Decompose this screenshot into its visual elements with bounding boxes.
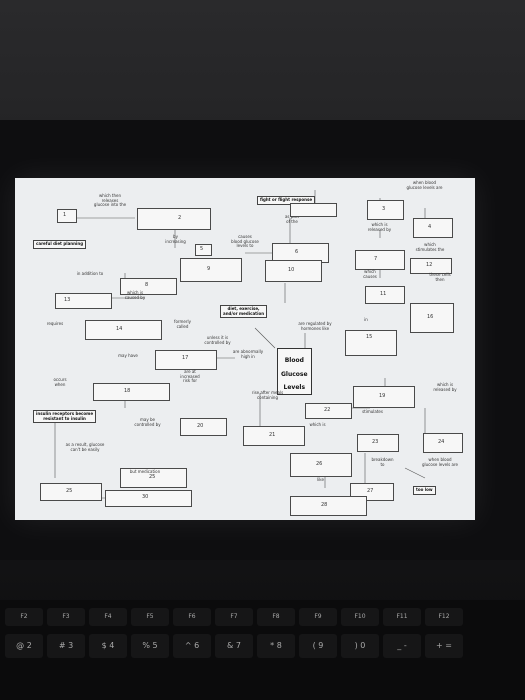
label-in-addition: in addition to xyxy=(76,271,104,276)
answer-box-16[interactable]: 16 xyxy=(410,303,454,333)
key-9[interactable]: ( 9 xyxy=(299,634,337,658)
key-f7[interactable]: F7 xyxy=(215,608,253,626)
label-unless: unless it is controlled by xyxy=(204,335,231,345)
key-f11[interactable]: F11 xyxy=(383,608,421,626)
answer-box-10[interactable]: 10 xyxy=(265,260,322,282)
label-increased: are at increased risk for xyxy=(180,369,200,384)
label-which-stimulates: which stimulates the xyxy=(415,242,445,252)
too-low-node: too low xyxy=(413,486,436,495)
answer-box-8[interactable]: 8 xyxy=(120,278,177,295)
answer-box-25b[interactable]: 25 xyxy=(40,483,102,501)
answer-box-24[interactable]: 24 xyxy=(423,433,463,453)
answer-box-12[interactable]: 12 xyxy=(410,258,452,274)
label-in: in xyxy=(364,317,368,322)
label-these-cells: these cells then xyxy=(429,272,451,282)
answer-box-28[interactable]: 28 xyxy=(290,496,367,516)
label-requires: requires xyxy=(46,321,64,326)
key-5[interactable]: % 5 xyxy=(131,634,169,658)
answer-box-17[interactable]: 17 xyxy=(155,350,217,370)
answer-box-23[interactable]: 23 xyxy=(357,434,399,452)
answer-box-3[interactable]: 3 xyxy=(367,200,404,220)
answer-box-18[interactable]: 18 xyxy=(93,383,170,401)
key-2[interactable]: @ 2 xyxy=(5,634,43,658)
laptop-keyboard: F2 F3 F4 F5 F6 F7 F8 F9 F10 F11 F12 @ 2 … xyxy=(0,600,525,700)
answer-box-5[interactable]: 5 xyxy=(195,244,212,256)
answer-box-2[interactable]: 2 xyxy=(137,208,211,230)
label-abnormally: are abnormally high in xyxy=(232,349,264,359)
concept-map-screen: fight or flight response 1 which then re… xyxy=(15,178,475,520)
label-which-is-caused: which is caused by xyxy=(124,290,146,300)
key-3[interactable]: # 3 xyxy=(47,634,85,658)
key-6[interactable]: ^ 6 xyxy=(173,634,211,658)
key-0[interactable]: ) 0 xyxy=(341,634,379,658)
label-which-causes: which causes xyxy=(363,269,377,279)
label-as-result: as a result, glucose can't be easily xyxy=(65,442,105,452)
key-f6[interactable]: F6 xyxy=(173,608,211,626)
label-occurs: occurs when xyxy=(53,377,67,387)
answer-box-21[interactable]: 21 xyxy=(243,426,305,446)
label-rise-after: rise after meals containing xyxy=(251,390,284,400)
answer-box-7[interactable]: 7 xyxy=(355,250,405,270)
label-which-is: which is xyxy=(309,422,326,427)
answer-box-15[interactable]: 15 xyxy=(345,330,397,356)
blood-glucose-levels-node: Blood Glucose Levels xyxy=(277,348,312,396)
key-8[interactable]: * 8 xyxy=(257,634,295,658)
key-7[interactable]: & 7 xyxy=(215,634,253,658)
answer-box-25[interactable]: 25 xyxy=(120,468,187,488)
key-f3[interactable]: F3 xyxy=(47,608,85,626)
label-formerly: formerly called xyxy=(174,319,191,329)
label-but-medication: but medication xyxy=(129,469,161,474)
label-by: by increasing xyxy=(165,234,186,244)
label-which-then: which then releases glucose into the xyxy=(93,193,127,208)
diet-exercise-node: diet, exercise, and/or medication xyxy=(220,305,268,319)
answer-box-22[interactable]: 22 xyxy=(305,403,352,419)
label-stimulates: stimulates xyxy=(362,409,383,414)
label-when-blood-low: when blood glucose levels are xyxy=(422,457,458,467)
insulin-resistant-node: insulin receptors become resistant to in… xyxy=(33,410,97,424)
label-like: like xyxy=(317,477,324,482)
key-f10[interactable]: F10 xyxy=(341,608,379,626)
answer-box-19[interactable]: 19 xyxy=(353,386,415,408)
answer-box-20[interactable]: 20 xyxy=(180,418,227,436)
answer-box-14[interactable]: 14 xyxy=(85,320,162,340)
key-4[interactable]: $ 4 xyxy=(89,634,127,658)
answer-box-fight-target[interactable] xyxy=(290,203,337,217)
label-when-blood-top: when blood glucose levels are xyxy=(406,180,443,190)
key-minus[interactable]: _ - xyxy=(383,634,421,658)
label-which-released: which is released by xyxy=(367,222,392,232)
key-f9[interactable]: F9 xyxy=(299,608,337,626)
key-f8[interactable]: F8 xyxy=(257,608,295,626)
label-which-released-2: which is released by xyxy=(433,382,457,392)
answer-box-26[interactable]: 26 xyxy=(290,453,352,477)
answer-box-11[interactable]: 11 xyxy=(365,286,405,304)
label-regulated: are regulated by hormones like xyxy=(298,321,332,331)
key-f5[interactable]: F5 xyxy=(131,608,169,626)
key-f4[interactable]: F4 xyxy=(89,608,127,626)
label-causes: causes blood glucose levels to xyxy=(231,234,259,249)
answer-box-4[interactable]: 4 xyxy=(413,218,453,238)
key-f12[interactable]: F12 xyxy=(425,608,463,626)
label-may-be: may be controlled by xyxy=(134,417,161,427)
answer-box-30[interactable]: 30 xyxy=(105,490,192,507)
answer-box-9[interactable]: 9 xyxy=(180,258,242,282)
answer-box-13[interactable]: 13 xyxy=(55,293,112,309)
fight-flight-node: fight or flight response xyxy=(257,196,316,205)
key-f2[interactable]: F2 xyxy=(5,608,43,626)
careful-diet-node: careful diet planning xyxy=(33,240,87,249)
answer-box-1[interactable]: 1 xyxy=(57,209,77,223)
label-may-have: may have xyxy=(118,353,138,358)
key-equals[interactable]: + = xyxy=(425,634,463,658)
label-breakdown: breakdown to xyxy=(371,457,394,467)
